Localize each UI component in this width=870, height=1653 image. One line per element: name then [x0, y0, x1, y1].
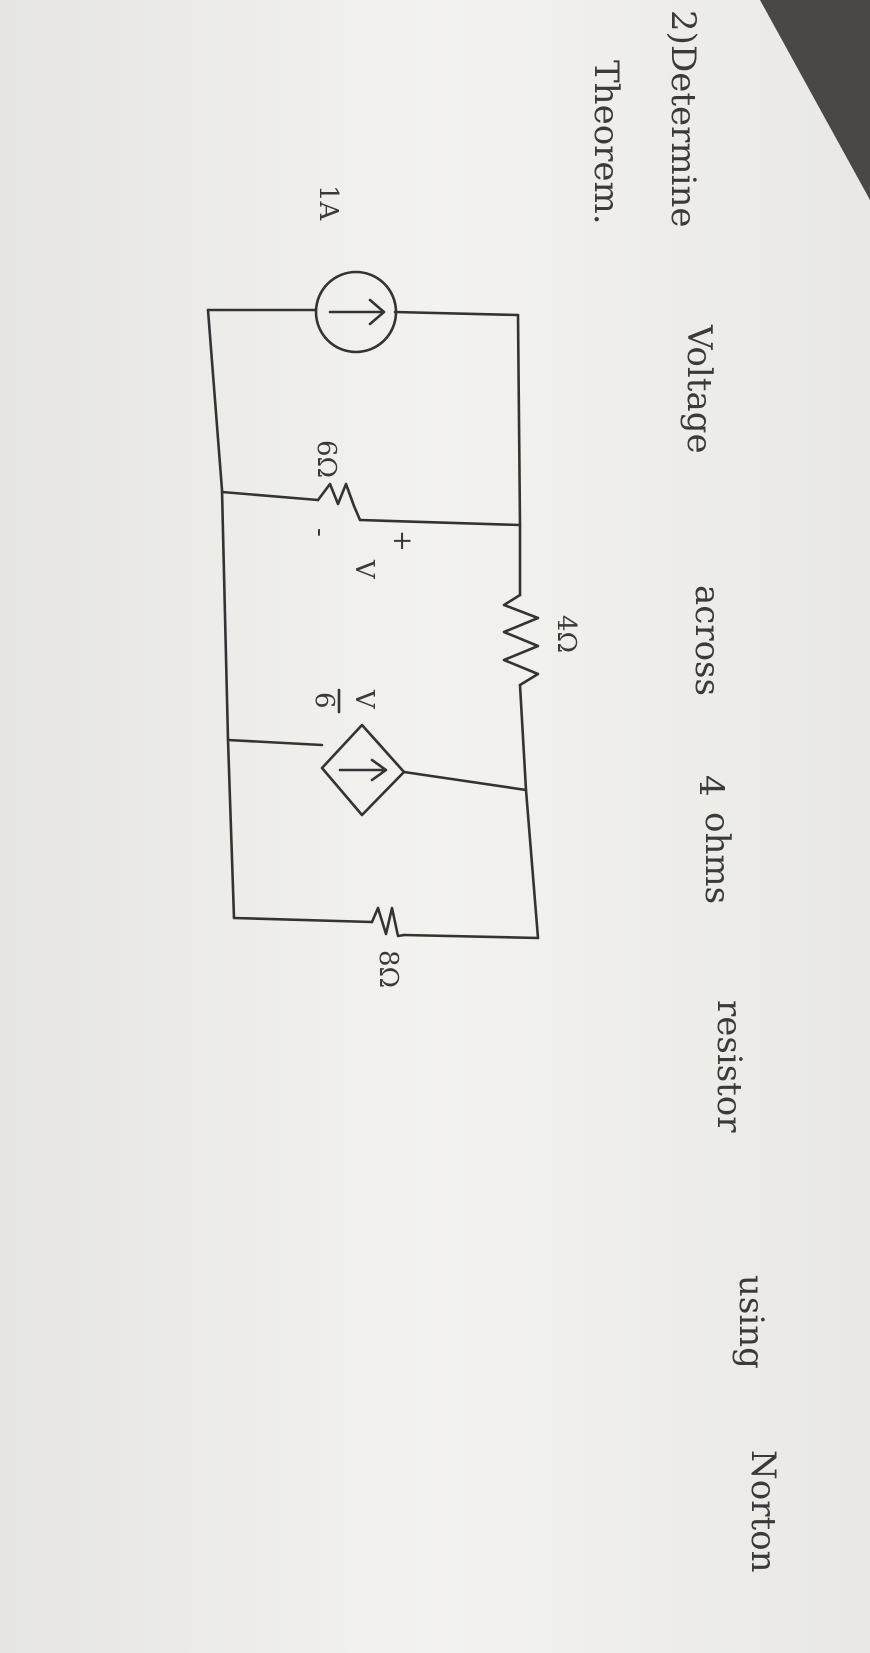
resistor-8-label: 8Ω [373, 950, 403, 988]
word-using: using [731, 1275, 771, 1369]
word-resistor: resistor [709, 1000, 749, 1133]
word-determine: Determine [663, 45, 703, 228]
v-minus-sign: - [305, 528, 335, 537]
word-across: across [687, 585, 727, 696]
current-source-circle [314, 270, 398, 354]
dependent-source-diamond [320, 723, 406, 817]
dependent-source-arrow [338, 758, 388, 782]
dependent-source-denominator: 6 [309, 692, 339, 709]
paper-corner-shadow [760, 0, 870, 200]
word-ohms: ohms [697, 812, 737, 904]
question-marker: 2) [663, 10, 703, 45]
resistor-8ohm [370, 906, 406, 938]
resistor-6ohm [316, 482, 362, 522]
v-label: V [349, 559, 379, 580]
wire-top-right [393, 310, 520, 317]
wire-8ohm-right [402, 933, 540, 940]
word-4: 4 [691, 775, 731, 797]
current-source-arrow [328, 298, 386, 326]
wire-dep-left [226, 738, 324, 747]
wire-6ohm-left [220, 490, 320, 502]
word-norton: Norton [743, 1450, 783, 1573]
resistor-4-label: 4Ω [551, 615, 581, 653]
wire-left [206, 308, 236, 920]
v-plus-sign: + [387, 530, 417, 552]
dependent-source-numerator: V [349, 689, 379, 710]
current-source-label: 1A [313, 185, 343, 222]
resistor-4ohm [502, 593, 540, 687]
circuit-diagram [206, 270, 540, 940]
wire-dep-right [402, 770, 528, 792]
word-theorem: Theorem. [586, 60, 626, 225]
resistor-6-label: 6Ω [311, 440, 341, 478]
wire-6ohm-right [358, 518, 522, 527]
word-voltage: Voltage [679, 324, 719, 454]
wire-8ohm-left [232, 916, 374, 924]
